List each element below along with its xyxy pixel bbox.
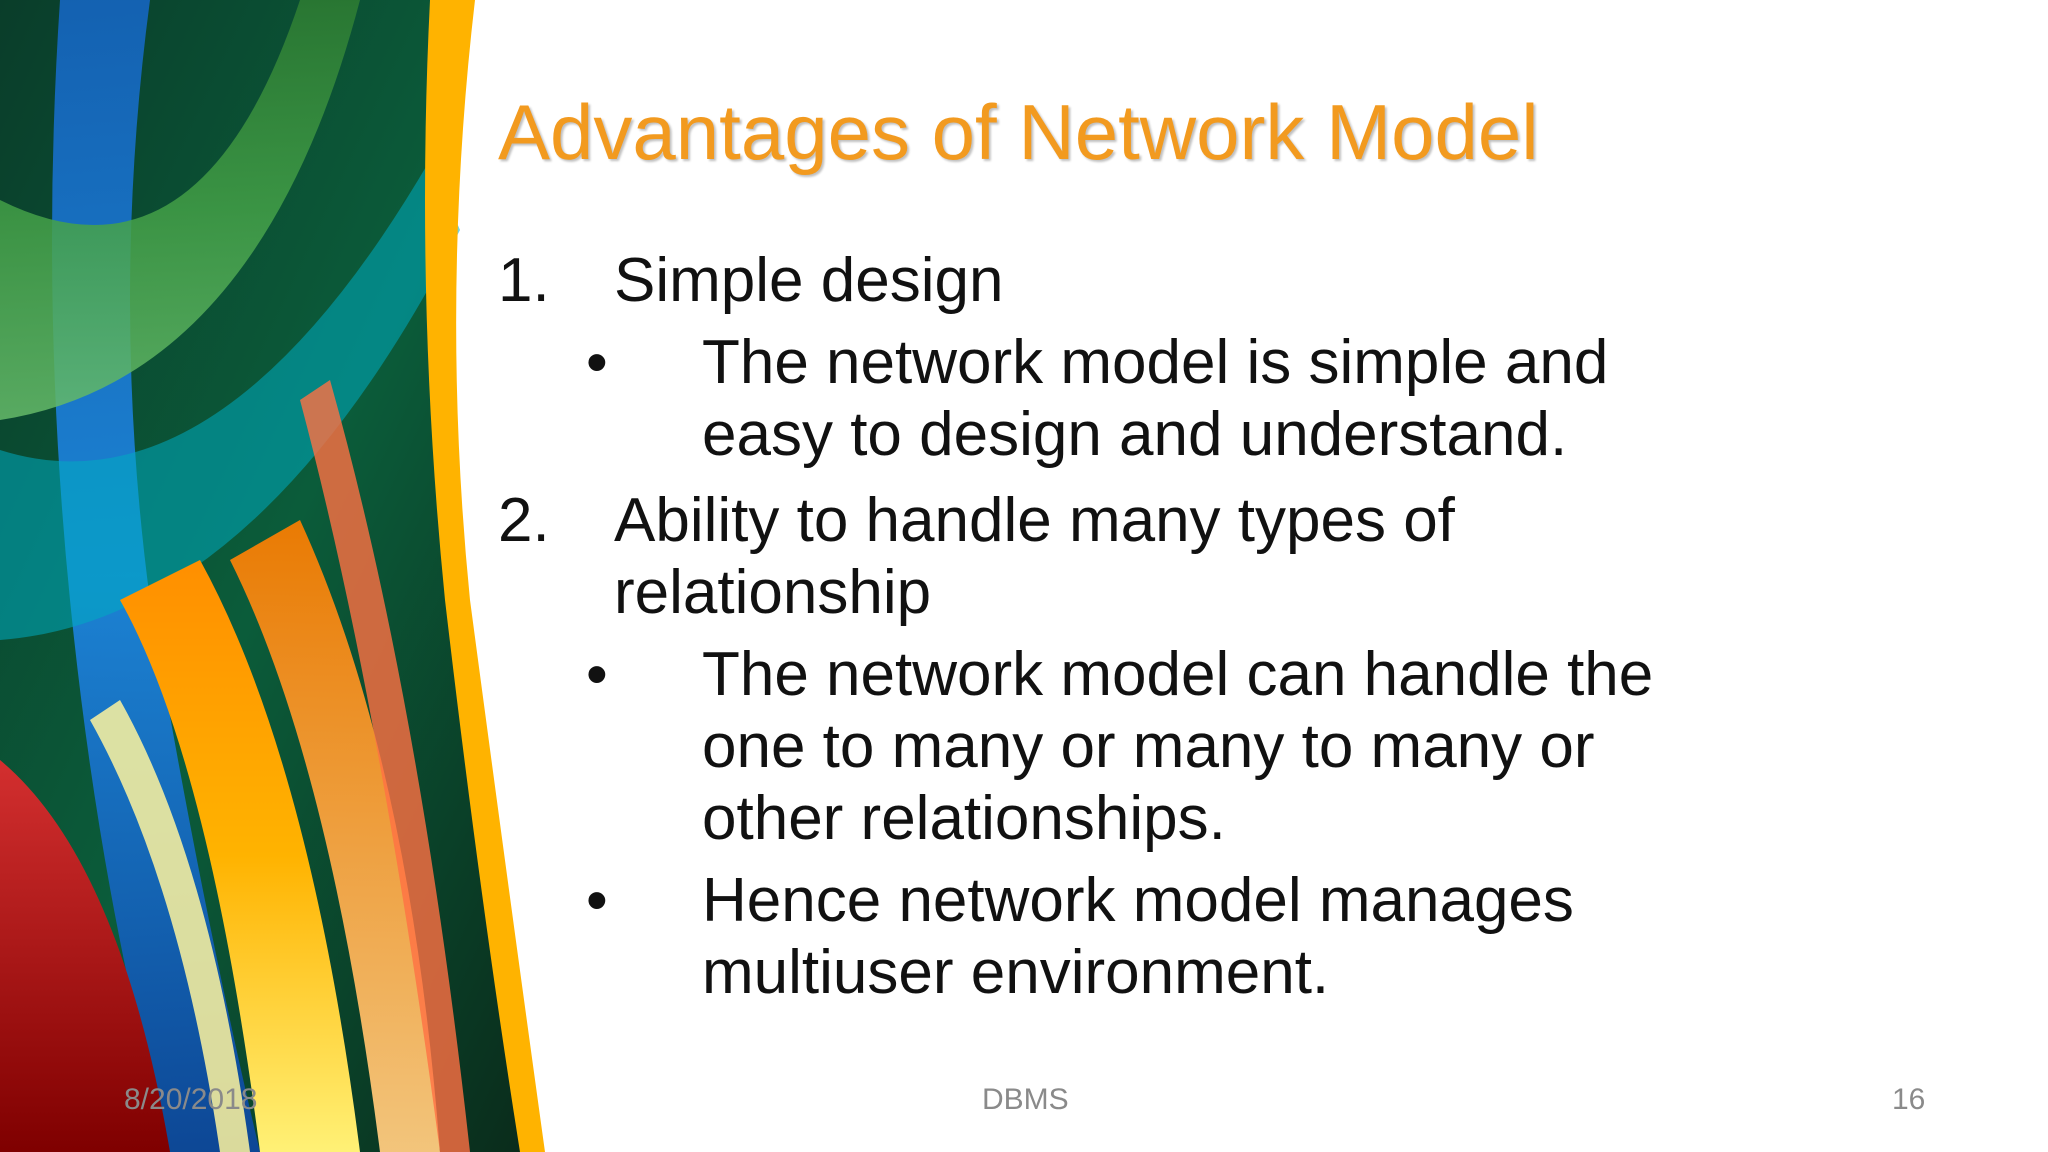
bullet-text: The network model is simple and easy to … xyxy=(702,328,1609,469)
bullet-text: Hence network model manages multiuser en… xyxy=(702,866,1574,1007)
numbered-item: 1. Simple design xyxy=(498,245,1798,317)
bullet-item: • The network model is simple and easy t… xyxy=(586,327,1798,471)
item-number: 2. xyxy=(498,486,550,555)
bullet-icon: • xyxy=(586,328,608,397)
item-text: Ability to handle many types of relation… xyxy=(614,486,1455,627)
bullet-item: • Hence network model manages multiuser … xyxy=(586,865,1798,1009)
item-text: Simple design xyxy=(614,246,1004,315)
slide-number: 16 xyxy=(1892,1083,1926,1116)
decorative-background-art xyxy=(0,0,560,1152)
bullet-item: • The network model can handle the one t… xyxy=(586,639,1798,855)
bullet-icon: • xyxy=(586,866,608,935)
bullet-text: The network model can handle the one to … xyxy=(702,640,1654,853)
bullet-icon: • xyxy=(586,640,608,709)
slide-content: 1. Simple design • The network model is … xyxy=(498,245,1798,1009)
item-number: 1. xyxy=(498,246,550,315)
footer-date: 8/20/2018 xyxy=(124,1083,258,1116)
numbered-item: 2. Ability to handle many types of relat… xyxy=(498,485,1798,629)
slide-title: Advantages of Network Model xyxy=(498,88,1539,176)
footer-center-text: DBMS xyxy=(982,1083,1069,1116)
